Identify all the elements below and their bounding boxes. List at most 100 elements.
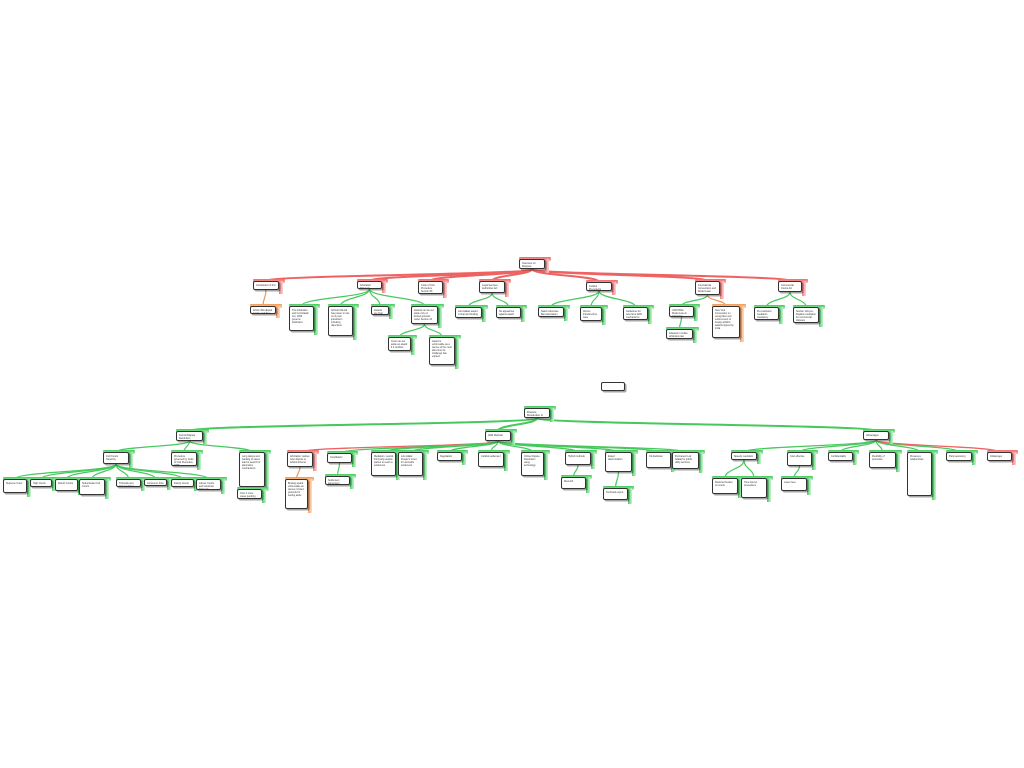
node-accent-band xyxy=(767,478,771,502)
subtopic[interactable]: Pre-institution mediation mandatory xyxy=(754,307,779,320)
node-accent-band xyxy=(889,431,893,444)
subtopic[interactable]: Permanent Lok Adalat for public utility … xyxy=(672,452,699,469)
subtopic[interactable]: High Courts xyxy=(30,479,52,487)
node-accent-band xyxy=(504,452,508,471)
node-accent-band xyxy=(462,452,466,465)
connector-line xyxy=(531,268,791,282)
subtopic[interactable]: Labour Courts and Industrial Tribunals xyxy=(196,479,221,490)
floating-topic[interactable] xyxy=(601,382,625,391)
subtopic[interactable]: Awards can be set aside only on limited … xyxy=(411,306,438,324)
subtopic[interactable]: Negotiation xyxy=(437,452,462,461)
subtopic[interactable]: Lok Adalat: People's Court for amicable … xyxy=(398,452,423,476)
subtopic[interactable]: Hybrid methods xyxy=(565,452,591,465)
connector-line xyxy=(300,288,371,307)
subtopic[interactable]: Ombudsman xyxy=(646,452,671,468)
node-accent-band xyxy=(550,408,554,422)
subtopic[interactable]: Long delays and backlog of cases lead to… xyxy=(239,452,265,487)
subtopic[interactable]: Family Courts xyxy=(171,479,194,487)
central-topic[interactable]: Sources of Dispute Resolution xyxy=(519,259,545,269)
subtopic[interactable]: Subordinate Civil Courts xyxy=(79,479,105,495)
main-topic[interactable]: Legal Services Authorities Act xyxy=(479,281,505,293)
subtopic[interactable]: Over 4 crore cases pending xyxy=(237,489,262,499)
main-topic[interactable]: Code of Civil Procedure Section 89 xyxy=(418,281,443,294)
node-accent-band xyxy=(896,452,900,472)
subtopic[interactable]: Reduced burden on courts xyxy=(712,478,738,494)
node-accent-band xyxy=(693,329,697,343)
subtopic[interactable]: Online Dispute Resolution using technolo… xyxy=(521,452,544,476)
subtopic[interactable]: Binding award enforceable as decree; lim… xyxy=(285,479,308,509)
subtopic[interactable]: Mediation: neutral third party assists p… xyxy=(371,452,396,476)
node-accent-band xyxy=(819,307,823,327)
subtopic[interactable]: Challenges xyxy=(987,452,1012,461)
subtopic[interactable]: Awards are final xyxy=(371,306,389,315)
subtopic[interactable]: Judicial settlement xyxy=(478,452,504,467)
node-accent-band xyxy=(545,259,549,273)
subtopic[interactable]: Consumer Fora xyxy=(144,479,167,486)
main-topic[interactable]: International Conventions and Model Laws xyxy=(695,281,720,295)
subtopic[interactable]: Time-bound procedures xyxy=(741,478,767,498)
subtopic[interactable]: Salem Advocate Bar Association xyxy=(538,307,564,317)
subtopic[interactable]: Arbitration: parties refer dispute to ar… xyxy=(287,452,313,467)
subtopic[interactable]: Flexibility of procedure xyxy=(869,452,896,468)
subtopic[interactable]: Speedy resolution xyxy=(731,452,757,460)
main-topic[interactable]: Formal Dispute Resolution xyxy=(176,431,203,441)
subtopic[interactable]: Court can set aside an award if it confl… xyxy=(388,337,411,351)
main-topic[interactable]: Commercial Courts Act xyxy=(778,281,802,292)
subtopic[interactable]: UNCITRAL Model Law on Arbitration xyxy=(669,306,694,317)
subtopic[interactable]: Preserves relationships xyxy=(907,452,932,496)
subtopic[interactable]: Civil Courts hierarchy xyxy=(103,452,129,464)
node-accent-band xyxy=(279,281,283,294)
connector-line xyxy=(115,463,210,480)
subtopic[interactable]: The Arbitration and Conciliation Act, 19… xyxy=(289,306,314,331)
node-accent-band xyxy=(482,307,486,322)
subtopic[interactable]: Technical expert xyxy=(603,488,628,500)
subtopic[interactable]: Settlement agreement xyxy=(325,476,350,485)
node-accent-band xyxy=(802,281,806,296)
node-accent-band xyxy=(455,337,459,369)
subtopic[interactable]: Cost effective xyxy=(787,452,812,466)
main-topic[interactable]: Constitution of Ind xyxy=(253,281,279,290)
subtopic[interactable]: Med-Arb xyxy=(561,477,586,489)
subtopic[interactable]: Guidelines for referral to ADR mechanism… xyxy=(623,307,648,320)
node-accent-band xyxy=(602,307,606,325)
subtopic[interactable]: Party autonomy xyxy=(946,452,972,461)
subtopic[interactable]: District Courts xyxy=(55,479,78,491)
subtopic[interactable]: Article 39A (Equal Justice and Free Lega… xyxy=(250,306,276,314)
node-accent-band xyxy=(740,306,744,342)
subtopic[interactable]: New York Convention on recognition and e… xyxy=(712,306,740,338)
node-accent-band xyxy=(221,479,225,494)
node-accent-band xyxy=(505,281,509,297)
subtopic[interactable]: Lower fees xyxy=(781,478,807,491)
subtopic[interactable]: Procedure governed by Code of Civil Proc… xyxy=(171,452,197,466)
node-accent-band xyxy=(757,452,761,464)
node-accent-band xyxy=(52,479,56,491)
subtopic[interactable]: Afcons Infrastructure case xyxy=(580,307,602,321)
main-topic[interactable]: Arbitration Tribunals xyxy=(357,281,382,289)
node-accent-band xyxy=(443,281,447,298)
node-accent-band xyxy=(423,452,427,480)
main-topic[interactable]: Advantages xyxy=(863,431,889,440)
main-topic[interactable]: Judicial Precedents xyxy=(586,282,612,291)
node-accent-band xyxy=(314,306,318,335)
subtopic[interactable]: Supreme Court xyxy=(3,479,27,493)
main-topic[interactable]: ADR Methods xyxy=(485,431,511,441)
subtopic[interactable]: Conciliation xyxy=(327,453,352,463)
node-accent-band xyxy=(141,479,145,491)
subtopic[interactable]: No appeal lies against award xyxy=(496,307,521,318)
node-accent-band xyxy=(972,452,976,465)
subtopic[interactable]: Adopted in Indian arbitration law xyxy=(666,329,693,339)
central-topic[interactable]: Dispute Resolution in India xyxy=(524,408,550,418)
node-accent-band xyxy=(197,452,201,470)
node-accent-band xyxy=(265,452,269,491)
subtopic[interactable]: Lok Adalats award is final and binding xyxy=(455,307,482,318)
node-accent-band xyxy=(628,488,632,504)
subtopic[interactable]: Section 12A pre-litigation mediation for… xyxy=(793,307,819,323)
node-accent-band xyxy=(694,306,698,321)
subtopic[interactable]: Expert determination xyxy=(605,452,632,472)
node-accent-band xyxy=(350,476,354,489)
subtopic[interactable]: Arbitral tribunal has power to rule on i… xyxy=(328,306,353,336)
node-accent-band xyxy=(511,431,515,445)
subtopic[interactable]: Tribunals and Quasi-judicial bodies xyxy=(116,479,141,487)
subtopic[interactable]: Award is enforceable as a decree of the … xyxy=(429,337,455,365)
subtopic[interactable]: Confidentiality xyxy=(828,452,853,461)
